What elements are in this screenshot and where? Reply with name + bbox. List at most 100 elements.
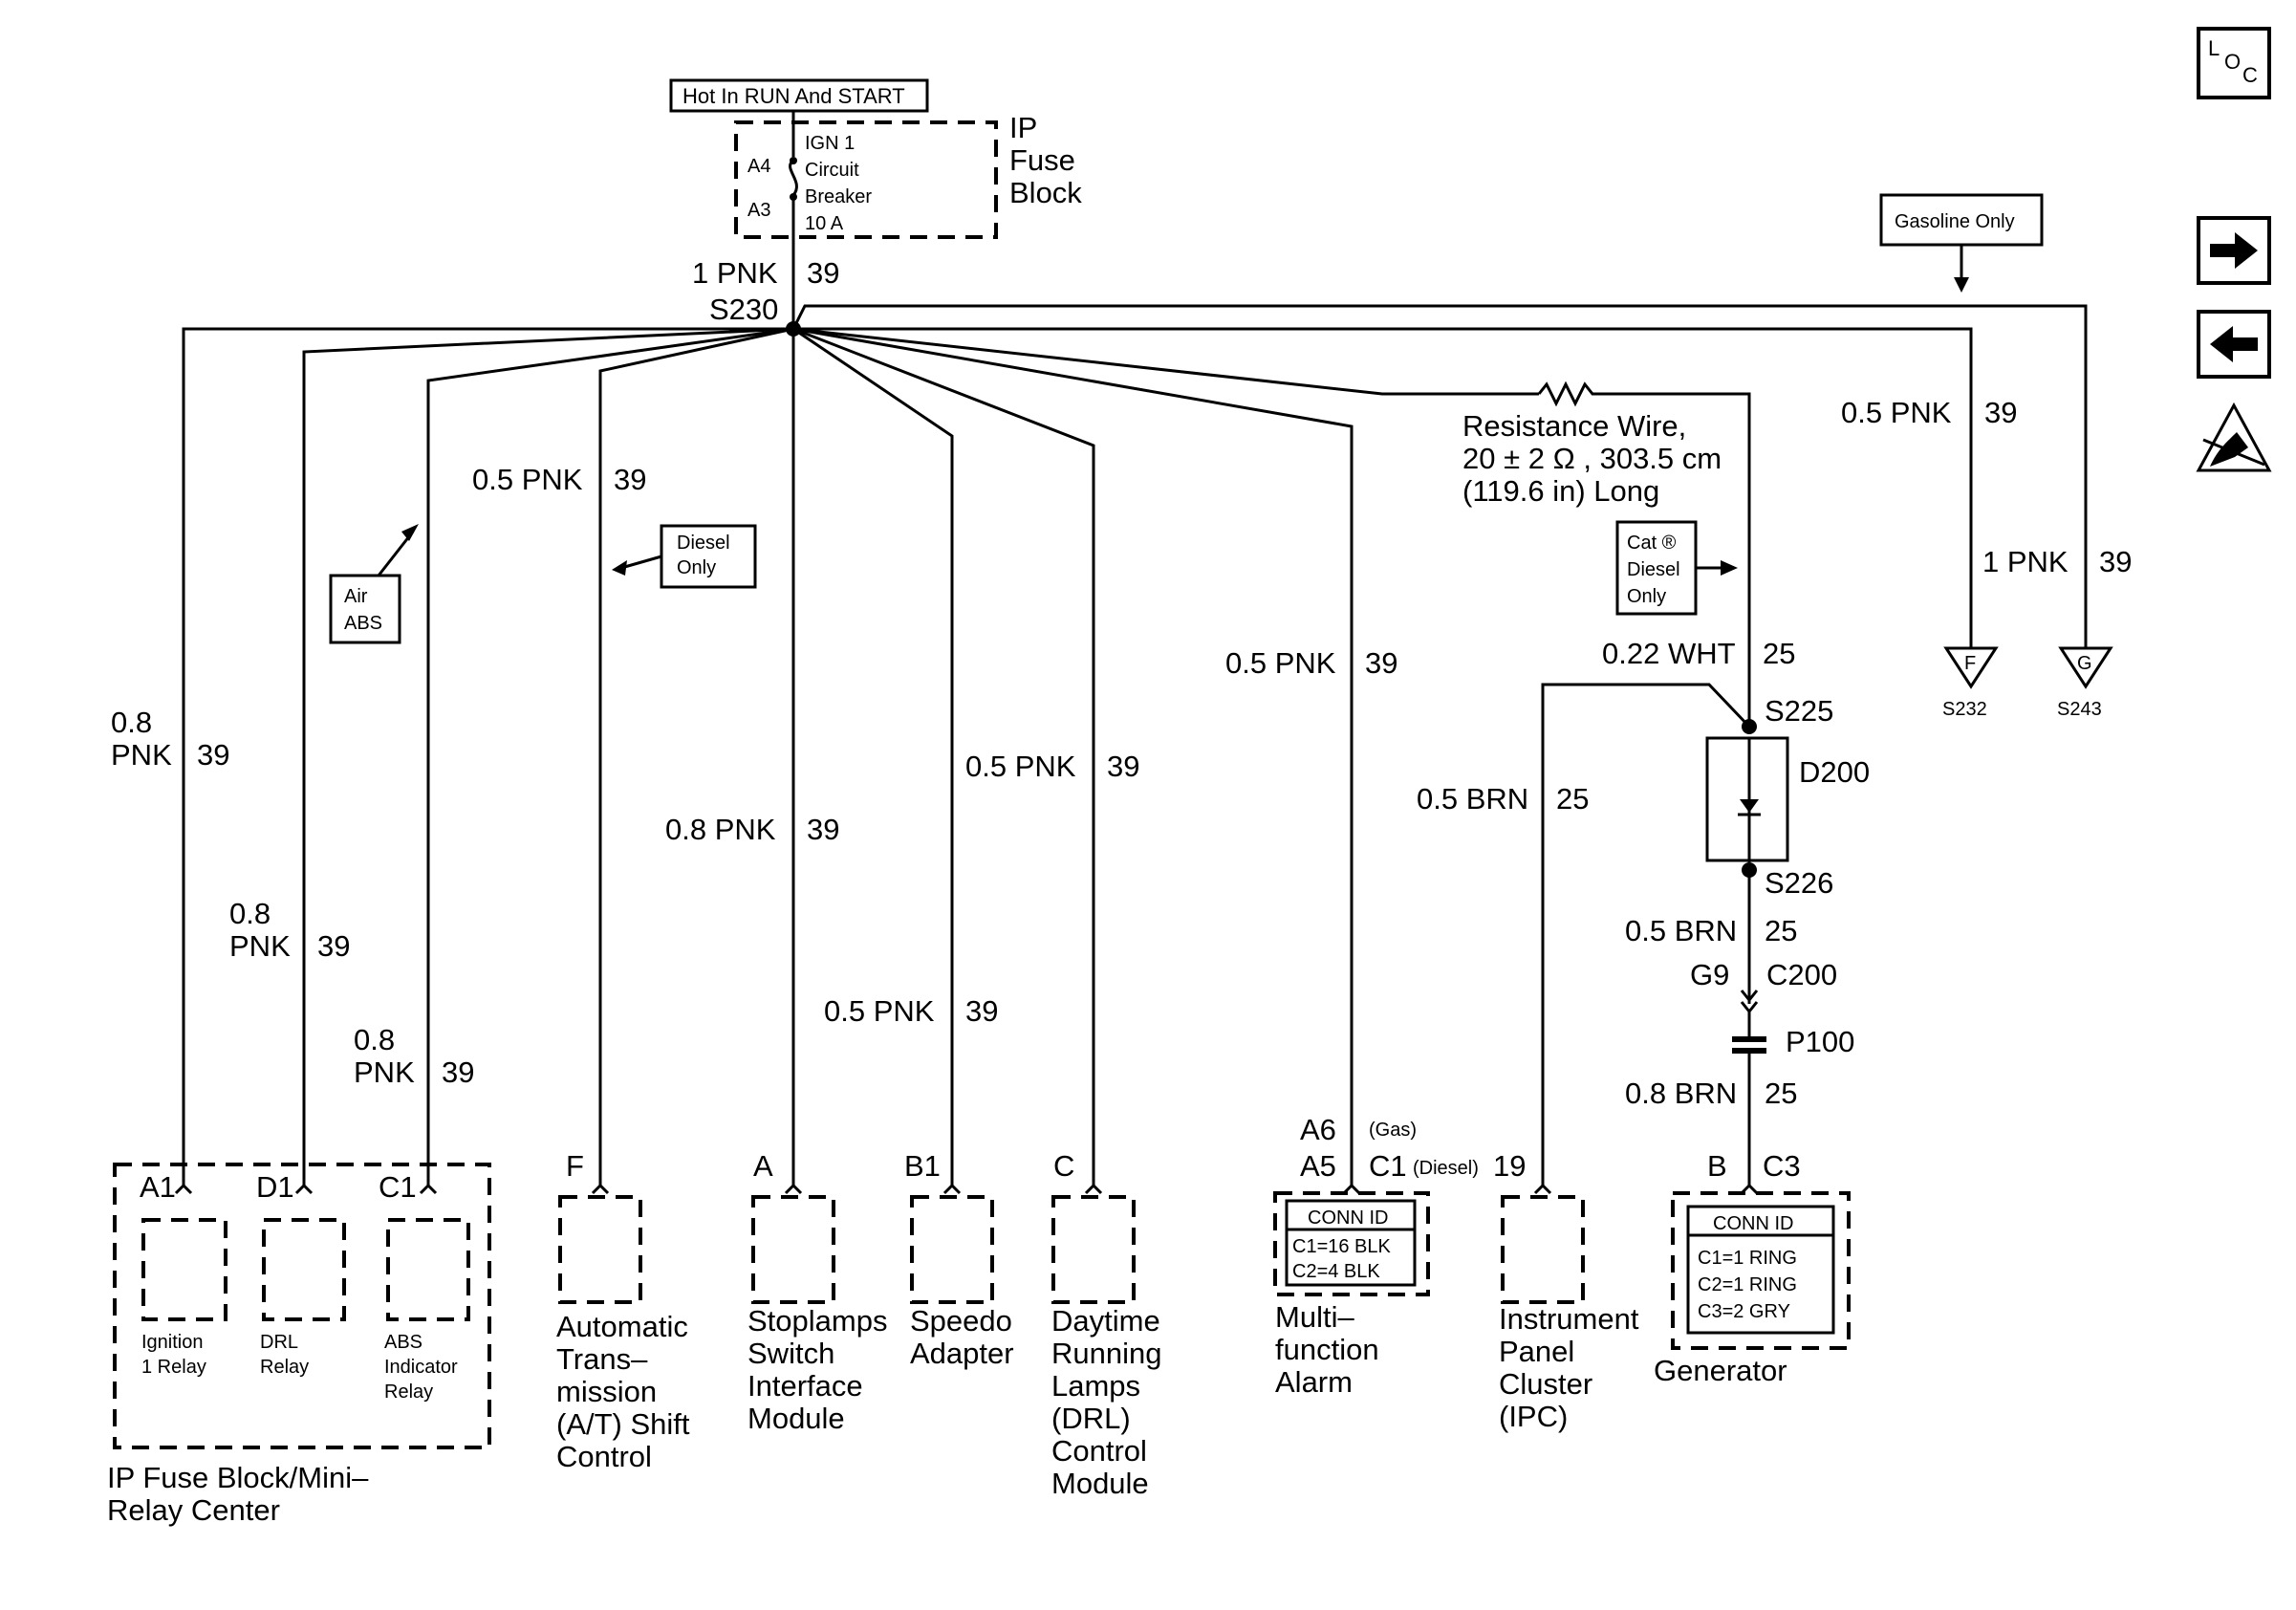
- multifunction-alarm: [1273, 1191, 1430, 1296]
- svg-text:A5: A5: [1300, 1149, 1336, 1183]
- svg-text:O: O: [2224, 50, 2241, 74]
- svg-text:0.8 BRN: 0.8 BRN: [1625, 1077, 1737, 1110]
- svg-text:mission: mission: [556, 1375, 657, 1408]
- stoplamps-terminal: [784, 1183, 803, 1195]
- svg-text:Module: Module: [747, 1402, 845, 1435]
- wire-label-stoplamps: 0.8 PNK 39: [665, 813, 839, 846]
- svg-text:Indicator: Indicator: [384, 1357, 458, 1378]
- svg-text:39: 39: [614, 463, 646, 496]
- alarm-label: Multi– function Alarm: [1275, 1300, 1379, 1399]
- p100-label: P100: [1786, 1025, 1854, 1058]
- loc-icon[interactable]: L O C: [2197, 27, 2271, 99]
- diesel-only-note: Diesel Only: [612, 524, 757, 589]
- generator-label: Generator: [1654, 1354, 1787, 1387]
- wire-label-ipc-brn: 0.5 BRN 25: [1417, 782, 1589, 816]
- svg-text:(Gas): (Gas): [1369, 1120, 1417, 1141]
- svg-text:Interface: Interface: [747, 1369, 863, 1403]
- c200-label: C200: [1766, 958, 1837, 991]
- svg-text:Cluster: Cluster: [1499, 1367, 1592, 1401]
- svg-text:39: 39: [317, 929, 350, 963]
- alarm-terminal: [1342, 1183, 1361, 1195]
- svg-text:Trans–: Trans–: [556, 1342, 648, 1376]
- svg-text:0.5 PNK: 0.5 PNK: [472, 463, 583, 496]
- pin-terminals-relay: [174, 1183, 438, 1195]
- resistance-wire-label: Resistance Wire, 20 ± 2 Ω , 303.5 cm (11…: [1462, 409, 1722, 508]
- svg-text:C1=1 RING: C1=1 RING: [1698, 1248, 1797, 1269]
- svg-text:0.8: 0.8: [111, 706, 152, 739]
- air-abs-note: Air ABS: [329, 524, 419, 644]
- svg-text:10 A: 10 A: [805, 213, 844, 234]
- svg-text:DRL: DRL: [260, 1332, 298, 1353]
- svg-text:1 Relay: 1 Relay: [141, 1357, 206, 1378]
- speedo-label: Speedo Adapter: [910, 1304, 1014, 1370]
- wire-label-brn-mid: 0.5 BRN 25: [1625, 914, 1797, 947]
- resistance-wire: [1537, 381, 1751, 727]
- alarm-conn-id-table: CONN ID C1=16 BLK C2=4 BLK: [1285, 1199, 1417, 1287]
- svg-text:39: 39: [2099, 545, 2132, 578]
- svg-text:0.8: 0.8: [229, 897, 271, 930]
- circuit-breaker-label: IGN 1 Circuit Breaker 10 A: [805, 133, 872, 234]
- svg-text:(Diesel): (Diesel): [1413, 1158, 1479, 1179]
- wire-label-s243: 1 PNK 39: [1982, 545, 2132, 578]
- svg-text:ABS: ABS: [384, 1332, 422, 1353]
- main-wire-circuit: 39: [807, 256, 839, 290]
- svg-text:F: F: [1964, 653, 1976, 674]
- svg-text:(A/T) Shift: (A/T) Shift: [556, 1407, 690, 1441]
- svg-text:0.5 PNK: 0.5 PNK: [1225, 646, 1336, 680]
- wire-label-s232: 0.5 PNK 39: [1841, 396, 2017, 429]
- svg-text:PNK: PNK: [354, 1055, 415, 1089]
- svg-text:Relay: Relay: [384, 1382, 433, 1403]
- instrument-panel-cluster: [1501, 1195, 1585, 1304]
- ipc-terminal: [1533, 1183, 1552, 1195]
- splice-s230-label: S230: [709, 293, 778, 326]
- svg-text:Only: Only: [677, 557, 716, 578]
- svg-text:0.8 PNK: 0.8 PNK: [665, 813, 776, 846]
- svg-text:A6: A6: [1300, 1113, 1336, 1146]
- drl-control-module: [1051, 1195, 1136, 1304]
- svg-text:(DRL): (DRL): [1051, 1402, 1131, 1435]
- fuse-pin-a3: A3: [747, 200, 770, 221]
- wire-label-wht: 0.22 WHT 25: [1602, 637, 1795, 670]
- svg-text:Diesel: Diesel: [1627, 559, 1680, 580]
- at-shift-label: Automatic Trans– mission (A/T) Shift Con…: [556, 1310, 690, 1473]
- svg-text:Daytime: Daytime: [1051, 1304, 1160, 1338]
- svg-text:1 PNK: 1 PNK: [1982, 545, 2069, 578]
- svg-text:Control: Control: [1051, 1434, 1147, 1468]
- relay-center-outline: [113, 1163, 491, 1449]
- svg-text:39: 39: [1107, 750, 1139, 783]
- svg-text:C1: C1: [379, 1170, 417, 1204]
- at-shift-terminal: [591, 1183, 610, 1195]
- relay-center-label: IP Fuse Block/Mini– Relay Center: [107, 1461, 369, 1527]
- generator-conn: C3: [1763, 1149, 1801, 1183]
- svg-text:Hot In RUN And START: Hot In RUN And START: [682, 84, 905, 108]
- svg-text:Module: Module: [1051, 1467, 1149, 1500]
- speedo-pin: B1: [904, 1149, 941, 1183]
- generator-pin: B: [1707, 1149, 1727, 1183]
- arrow-left-icon[interactable]: [2197, 310, 2271, 379]
- splice-s230-dot: [786, 321, 801, 337]
- arrow-right-icon[interactable]: [2197, 216, 2271, 285]
- svg-text:Relay: Relay: [260, 1357, 309, 1378]
- svg-text:CONN ID: CONN ID: [1308, 1208, 1388, 1229]
- svg-text:Fuse: Fuse: [1009, 143, 1075, 177]
- drl-pin: C: [1053, 1149, 1074, 1183]
- svg-text:function: function: [1275, 1333, 1379, 1366]
- svg-text:25: 25: [1765, 1077, 1797, 1110]
- svg-text:39: 39: [197, 738, 229, 772]
- drl-relay: [262, 1218, 346, 1321]
- svg-text:Alarm: Alarm: [1275, 1365, 1353, 1399]
- svg-text:IP Fuse Block/Mini–: IP Fuse Block/Mini–: [107, 1461, 369, 1494]
- at-shift-control: [558, 1195, 642, 1304]
- svg-text:ABS: ABS: [344, 613, 382, 634]
- generator: [1671, 1191, 1851, 1350]
- svg-text:Switch: Switch: [747, 1337, 834, 1370]
- offpage-connector-f: F S232: [1942, 646, 1999, 720]
- drl-terminal: [1084, 1183, 1103, 1195]
- svg-text:Running: Running: [1051, 1337, 1161, 1370]
- svg-text:A1: A1: [140, 1170, 176, 1204]
- wire-label-brn-gen: 0.8 BRN 25: [1625, 1077, 1797, 1110]
- svg-text:Control: Control: [556, 1440, 652, 1473]
- svg-text:S232: S232: [1942, 699, 1987, 720]
- svg-text:0.22 WHT: 0.22 WHT: [1602, 637, 1736, 670]
- svg-text:C1=16 BLK: C1=16 BLK: [1292, 1236, 1392, 1257]
